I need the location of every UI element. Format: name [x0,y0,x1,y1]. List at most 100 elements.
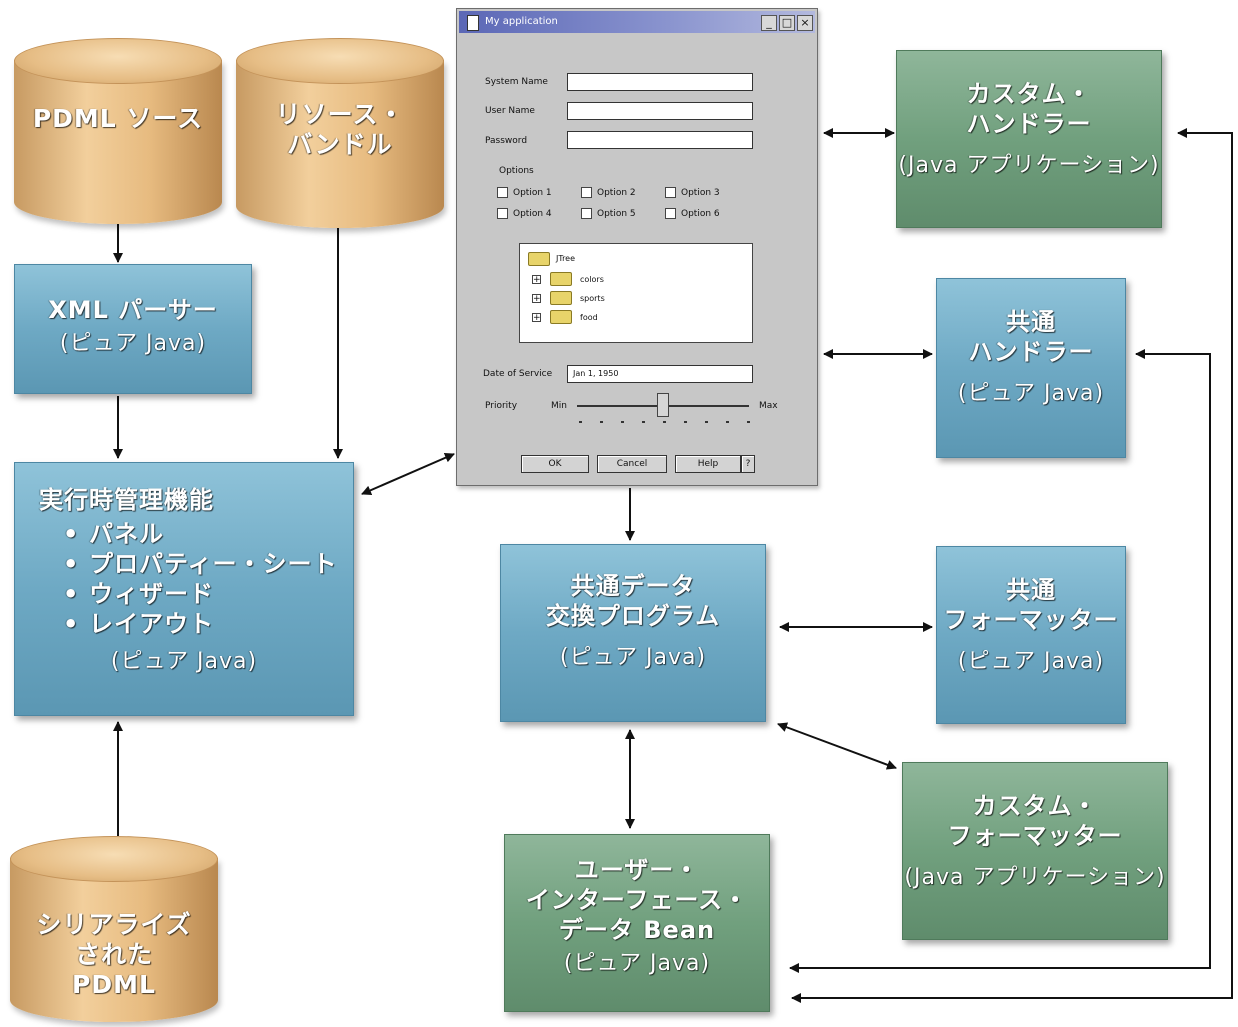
maximize-icon[interactable]: □ [779,15,795,31]
ok-button[interactable]: OK [521,455,589,473]
custom-handler-title-2: ハンドラー [966,110,1092,138]
password-label: Password [485,136,528,146]
exchanger-sub: (ピュア Java) [559,645,707,670]
ui-data-bean-box: ユーザー・ インターフェース・ データ Bean (ピュア Java) [504,834,770,1012]
exchanger-title-2: 交換プログラム [545,602,721,630]
system-name-label: System Name [485,77,548,87]
my-application-window: My application _ □ × System Name User Na… [456,8,818,486]
tree-item-food[interactable]: food [580,313,598,322]
option-1-label: Option 1 [513,188,552,198]
runtime-list: パネル プロパティー・シート ウィザード レイアウト [39,519,353,639]
runtime-sub: (ピュア Java) [110,649,258,674]
common-formatter-title-2: フォーマッター [943,606,1119,634]
ui-bean-sub: (ピュア Java) [563,951,711,976]
option-3-checkbox[interactable] [665,187,676,198]
close-icon[interactable]: × [797,15,813,31]
xml-parser-title: XML パーサー [48,296,218,324]
common-formatter-title-1: 共通 [1006,576,1056,604]
custom-formatter-box: カスタム・ フォーマッター (Java アプリケーション) [902,762,1168,940]
custom-handler-sub: (Java アプリケーション) [898,153,1160,178]
runtime-item-wizard: ウィザード [63,579,353,609]
slider-tick [663,421,666,423]
common-handler-title-2: ハンドラー [968,338,1094,366]
xml-parser-box: XML パーサー (ピュア Java) [14,264,252,394]
exchanger-title-1: 共通データ [570,572,696,600]
app-icon [467,15,479,31]
password-field[interactable] [567,131,753,149]
custom-formatter-title-1: カスタム・ [972,792,1098,820]
folder-icon [550,272,572,286]
serialized-pdml-label-3: PDML [72,970,156,999]
xml-parser-sub: (ピュア Java) [59,331,207,356]
pdml-source-database: PDML ソース [14,38,222,224]
user-name-field[interactable] [567,102,753,120]
priority-min-label: Min [551,401,567,411]
option-1-checkbox[interactable] [497,187,508,198]
ui-bean-title-2: インターフェース・ [525,886,749,914]
option-4-label: Option 4 [513,209,552,219]
serialized-pdml-label-1: シリアライズ [36,910,192,939]
expand-icon[interactable]: + [532,275,541,285]
common-formatter-sub: (ピュア Java) [957,649,1105,674]
window-titlebar[interactable]: My application _ □ × [459,11,815,33]
resource-bundle-database: リソース・ バンドル [236,38,444,228]
arrow-exchanger-custom-formatter [777,722,897,770]
option-2-checkbox[interactable] [581,187,592,198]
custom-handler-title-1: カスタム・ [966,80,1092,108]
slider-tick [600,421,603,423]
expand-icon[interactable]: + [532,313,541,323]
resource-bundle-label-1: リソース・ [275,100,405,129]
date-of-service-field[interactable]: Jan 1, 1950 [567,365,753,383]
folder-icon [528,252,550,266]
option-5-checkbox[interactable] [581,208,592,219]
slider-tick [726,421,729,423]
tree-root-label: JTree [556,254,576,263]
arrow-runtime-app [361,453,455,495]
option-6-checkbox[interactable] [665,208,676,219]
context-help-button[interactable]: ? [741,455,755,473]
common-handler-title-1: 共通 [1006,308,1056,336]
pdml-source-label: PDML ソース [32,104,204,133]
system-name-field[interactable] [567,73,753,91]
option-5-label: Option 5 [597,209,636,219]
folder-icon [550,291,572,305]
ui-bean-title-1: ユーザー・ [574,856,700,884]
common-data-exchanger-box: 共通データ 交換プログラム (ピュア Java) [500,544,766,722]
ui-bean-title-3: データ Bean [558,916,716,944]
serialized-pdml-label-2: された [74,940,153,969]
jtree-view[interactable]: JTree + colors + sports + food [519,243,753,343]
user-name-label: User Name [485,106,535,116]
custom-formatter-sub: (Java アプリケーション) [904,865,1166,890]
cancel-button[interactable]: Cancel [597,455,667,473]
resource-bundle-label-2: バンドル [287,130,393,159]
priority-label: Priority [485,401,518,411]
help-button[interactable]: Help [675,455,741,473]
option-4-checkbox[interactable] [497,208,508,219]
folder-icon [550,310,572,324]
tree-item-sports[interactable]: sports [580,294,605,303]
priority-slider-thumb[interactable] [657,393,669,417]
slider-tick [747,421,750,423]
minimize-icon[interactable]: _ [761,15,777,31]
option-3-label: Option 3 [681,188,720,198]
expand-icon[interactable]: + [532,294,541,304]
tree-item-colors[interactable]: colors [580,275,604,284]
priority-max-label: Max [759,401,778,411]
arrow-loop-outer [791,128,1233,1003]
arrow-loop-inner [789,349,1211,973]
option-2-label: Option 2 [597,188,636,198]
slider-tick [684,421,687,423]
option-6-label: Option 6 [681,209,720,219]
slider-tick [579,421,582,423]
common-formatter-box: 共通 フォーマッター (ピュア Java) [936,546,1126,724]
runtime-title: 実行時管理機能 [39,486,214,514]
runtime-item-property-sheet: プロパティー・シート [63,549,353,579]
serialized-pdml-database: シリアライズ された PDML [10,836,218,1022]
custom-formatter-title-2: フォーマッター [947,822,1123,850]
common-handler-sub: (ピュア Java) [957,381,1105,406]
window-title: My application [485,16,558,27]
options-label: Options [499,166,534,176]
runtime-item-layout: レイアウト [63,609,353,639]
common-handler-box: 共通 ハンドラー (ピュア Java) [936,278,1126,458]
